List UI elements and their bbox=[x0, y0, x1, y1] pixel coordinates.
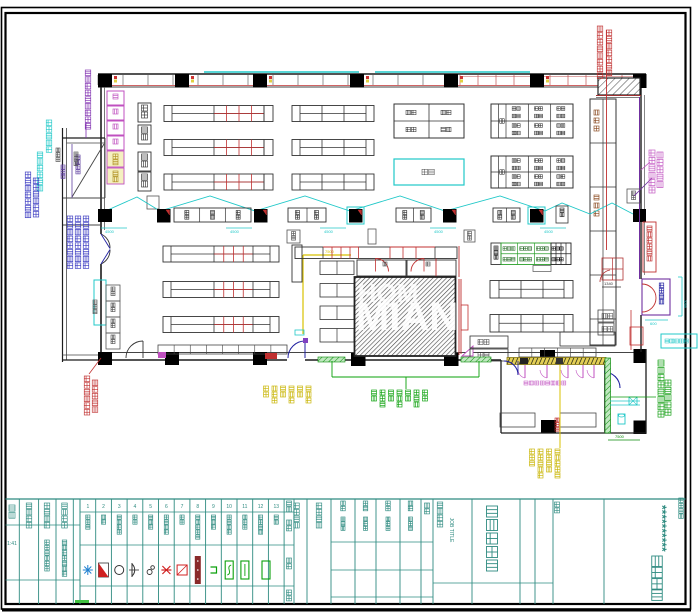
svg-text:12: 12 bbox=[258, 504, 264, 510]
svg-text:10: 10 bbox=[226, 504, 232, 510]
svg-text:JOB TITLE: JOB TITLE bbox=[448, 518, 454, 543]
svg-text:7500: 7500 bbox=[325, 249, 335, 254]
svg-text:4500: 4500 bbox=[105, 229, 115, 234]
svg-text:4500: 4500 bbox=[230, 229, 240, 234]
svg-text:8: 8 bbox=[196, 504, 199, 510]
svg-text:1: 1 bbox=[86, 504, 89, 510]
svg-text:HQM: HQM bbox=[358, 278, 419, 308]
svg-text:13: 13 bbox=[273, 504, 279, 510]
svg-text:11: 11 bbox=[242, 504, 247, 510]
svg-text:600: 600 bbox=[650, 321, 657, 326]
svg-text:4: 4 bbox=[134, 504, 137, 510]
svg-text:5: 5 bbox=[149, 504, 152, 510]
svg-text:1:41: 1:41 bbox=[7, 541, 17, 547]
svg-text:9: 9 bbox=[212, 504, 215, 510]
svg-text:4500: 4500 bbox=[544, 229, 554, 234]
svg-text:1340: 1340 bbox=[604, 281, 614, 286]
svg-text:7500: 7500 bbox=[615, 434, 625, 439]
svg-text:6: 6 bbox=[165, 504, 168, 510]
svg-text:3200: 3200 bbox=[683, 300, 687, 308]
svg-text:**********: ********** bbox=[655, 505, 669, 552]
svg-text:2: 2 bbox=[102, 504, 105, 510]
svg-text:MIAN: MIAN bbox=[356, 295, 458, 339]
svg-text:3: 3 bbox=[118, 504, 121, 510]
svg-text:4500: 4500 bbox=[324, 229, 334, 234]
svg-text:4500: 4500 bbox=[434, 229, 444, 234]
svg-text:7: 7 bbox=[181, 504, 184, 510]
